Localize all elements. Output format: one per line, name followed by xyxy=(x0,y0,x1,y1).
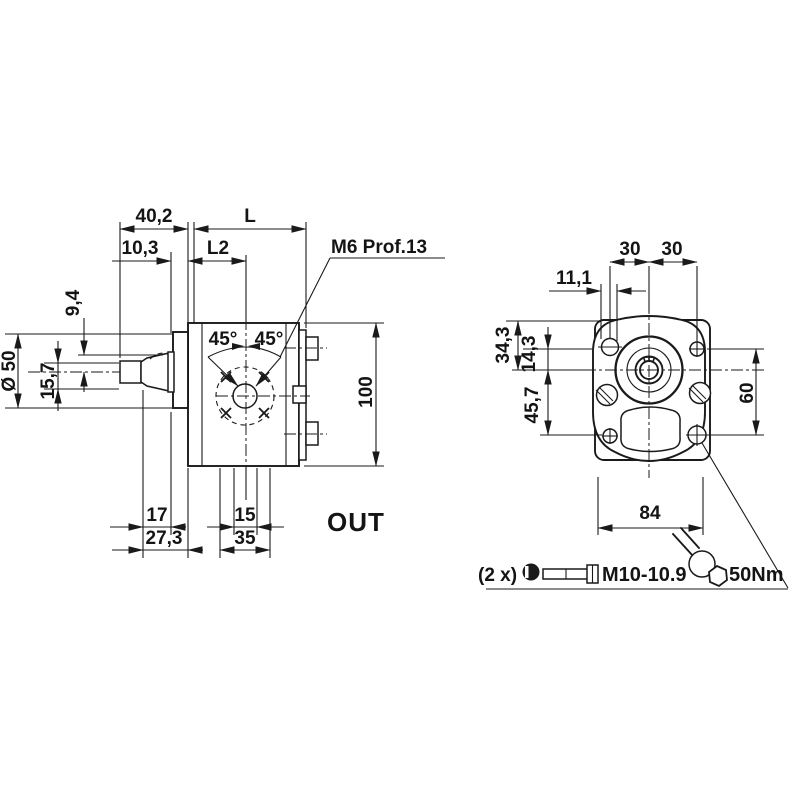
wrench-icon xyxy=(672,527,728,588)
hidden-keyway xyxy=(149,352,169,360)
angle-arc xyxy=(207,346,282,358)
dim-15-label: 15 xyxy=(234,505,256,526)
out-port-label: OUT xyxy=(327,507,385,537)
dim-9-4-label: 9,4 xyxy=(63,289,84,316)
bolt-spec-label: M10-10.9 xyxy=(602,564,687,586)
drive-shaft xyxy=(119,351,175,393)
front-view-dimensions: 30 30 11,1 34,3 14,3 45,7 60 xyxy=(493,239,764,535)
side-view-dimensions: 40,2 L 10,3 L2 M6 Prof.13 45° 45° Ø 50 xyxy=(0,206,445,558)
shaft-thread-end xyxy=(119,360,142,384)
side-port-plug xyxy=(292,385,307,404)
dim-L2-label: L2 xyxy=(207,238,229,259)
shaft-taper xyxy=(140,352,170,392)
dim-14-3-label: 14,3 xyxy=(519,336,540,373)
dim-84-label: 84 xyxy=(639,503,661,524)
dim-15-7-label: 15,7 xyxy=(38,363,59,400)
thread-callout-label: M6 Prof.13 xyxy=(331,237,427,258)
dim-L-label: L xyxy=(244,206,256,227)
angle-left-label: 45° xyxy=(209,329,238,350)
dim-30-right-label: 30 xyxy=(661,239,682,260)
spline-teeth xyxy=(642,356,656,362)
torque-label: 50Nm xyxy=(729,564,783,586)
front-port xyxy=(620,406,681,453)
dim-27-3-label: 27,3 xyxy=(146,528,183,549)
flange-holes xyxy=(595,337,712,446)
dim-10-3-label: 10,3 xyxy=(122,238,159,259)
quantity-label: (2 x) xyxy=(478,565,517,586)
side-view: 40,2 L 10,3 L2 M6 Prof.13 45° 45° Ø 50 xyxy=(0,206,445,558)
bolt-callout: (2 x) M10-10.9 50Nm xyxy=(478,442,789,590)
hex-nut xyxy=(708,564,728,588)
dim-11-1-label: 11,1 xyxy=(556,268,592,289)
mounting-flange xyxy=(172,331,189,409)
dim-40-2-label: 40,2 xyxy=(136,206,173,227)
front-view: 30 30 11,1 34,3 14,3 45,7 60 xyxy=(493,239,764,535)
dim-17-label: 17 xyxy=(146,505,167,526)
bolt-head-icon xyxy=(522,563,540,581)
dim-34-3-label: 34,3 xyxy=(493,327,514,364)
dim-35-label: 35 xyxy=(234,528,256,549)
slotted-screw-left xyxy=(595,383,619,407)
dim-60-label: 60 xyxy=(737,382,758,403)
dim-45-7-label: 45,7 xyxy=(522,387,543,424)
port-face-features xyxy=(207,318,310,472)
angle-right-label: 45° xyxy=(255,329,284,350)
dim-dia50-label: Ø 50 xyxy=(0,350,20,391)
dim-100-label: 100 xyxy=(356,376,377,408)
bolt-side-icon xyxy=(542,564,599,584)
dim-30-left-label: 30 xyxy=(619,239,640,260)
slotted-screw-right xyxy=(688,381,712,405)
callout-leader xyxy=(701,442,789,589)
